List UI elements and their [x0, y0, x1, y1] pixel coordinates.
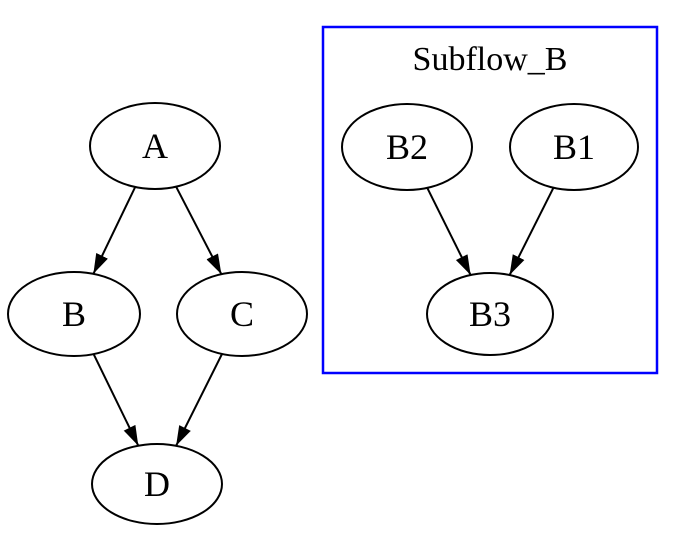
edge-A-B — [92, 186, 137, 275]
node-C-shape — [176, 271, 308, 357]
node-B2-shape — [341, 103, 473, 191]
cluster-title: Subflow_B — [413, 41, 568, 78]
cluster-subflow-b: Subflow_B — [321, 25, 659, 375]
edge-A-C — [175, 186, 223, 275]
cluster-border — [321, 25, 659, 375]
edge-B2-B3 — [426, 187, 472, 276]
node-A-shape — [89, 102, 221, 190]
node-A: A — [89, 102, 221, 190]
node-D-shape — [91, 443, 223, 525]
node-C-label: C — [230, 294, 254, 334]
node-C: C — [176, 271, 308, 357]
node-B3-shape — [426, 272, 554, 356]
node-B1: B1 — [509, 103, 639, 191]
node-B-shape — [7, 271, 141, 357]
edge-C-D — [175, 353, 223, 447]
node-B1-shape — [509, 103, 639, 191]
node-B2: B2 — [341, 103, 473, 191]
node-B2-label: B2 — [386, 127, 428, 167]
node-D: D — [91, 443, 223, 525]
node-D-label: D — [144, 464, 170, 504]
edges — [92, 186, 555, 447]
node-B: B — [7, 271, 141, 357]
node-A-label: A — [142, 126, 168, 166]
edge-B-D — [92, 353, 140, 447]
node-B1-label: B1 — [553, 127, 595, 167]
node-B-label: B — [62, 294, 86, 334]
node-B3-label: B3 — [469, 294, 511, 334]
node-B3: B3 — [426, 272, 554, 356]
edge-B1-B3 — [508, 187, 555, 276]
